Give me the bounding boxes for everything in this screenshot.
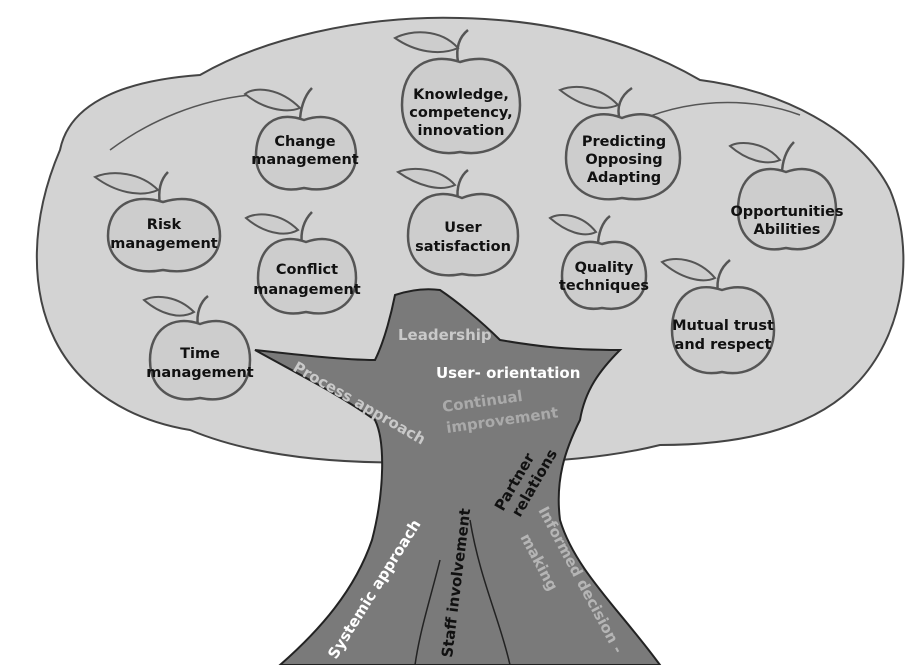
apple-quality: Quality techniques	[548, 214, 649, 310]
apple-label: Adapting	[587, 170, 661, 186]
apple-label: competency,	[409, 105, 512, 121]
apple-body	[406, 192, 520, 277]
apple-label: management	[253, 282, 360, 298]
trunk-root-line-2	[469, 519, 511, 666]
apple-label: User	[444, 220, 482, 236]
apple-body	[148, 319, 252, 401]
apple-opportunities: Opportunities Abilities	[728, 141, 844, 251]
apple-change: Change management	[243, 87, 359, 191]
apple-body	[400, 57, 522, 155]
apple-leaf	[728, 142, 782, 164]
apple-body	[670, 286, 776, 375]
apple-mutual: Mutual trust and respect	[660, 258, 776, 375]
apple-leaf	[660, 258, 717, 282]
tree-trunk	[254, 288, 662, 666]
apple-risk: Risk management	[92, 171, 222, 273]
trunk-root-line-1	[414, 559, 441, 666]
apple-leaf	[395, 167, 457, 189]
apple-label: Conflict	[276, 262, 338, 278]
apple-conflict: Conflict management	[244, 211, 361, 315]
apple-label: techniques	[559, 278, 649, 294]
apple-label: Knowledge,	[413, 87, 509, 103]
apple-label: Opposing	[585, 152, 662, 168]
apple-label: Opportunities	[730, 204, 843, 220]
canopy-inner-line-right	[639, 101, 801, 121]
apple-leaf	[548, 214, 598, 236]
apple-label: satisfaction	[415, 239, 511, 255]
apple-stem	[456, 29, 469, 63]
apple-user-satisfaction: User satisfaction	[395, 167, 520, 277]
apple-time: Time management	[142, 295, 254, 401]
apple-body	[564, 113, 682, 201]
apple-leaf	[142, 295, 196, 317]
apple-leaf	[243, 88, 302, 112]
apple-label: innovation	[418, 123, 505, 139]
apple-label: Mutual trust	[672, 318, 774, 334]
apple-body	[736, 167, 838, 251]
apple-body	[256, 237, 358, 315]
apple-body	[106, 197, 222, 273]
apple-predicting: Predicting Opposing Adapting	[558, 86, 682, 201]
apple-knowledge: Knowledge, competency, innovation	[393, 29, 522, 155]
label-leadership: Leadership	[398, 326, 492, 344]
apple-label: management	[110, 236, 217, 252]
apple-label: management	[251, 152, 358, 168]
apple-label: Time	[180, 346, 220, 362]
apple-label: Risk	[147, 217, 182, 233]
apple-leaf	[558, 86, 620, 109]
apple-body	[560, 240, 648, 310]
apple-label: Quality	[575, 260, 634, 276]
apple-label: Change	[274, 134, 335, 150]
label-user-orientation: User- orientation	[436, 364, 580, 382]
apple-leaf	[244, 213, 300, 235]
apple-label: management	[146, 365, 253, 381]
apple-label: and respect	[675, 337, 772, 353]
canopy-inner-line-left	[109, 94, 251, 151]
apple-leaf	[393, 31, 460, 54]
apple-leaf	[92, 172, 160, 195]
apple-body	[254, 115, 358, 191]
apple-label: Predicting	[582, 134, 666, 150]
apple-label: Abilities	[754, 222, 821, 238]
